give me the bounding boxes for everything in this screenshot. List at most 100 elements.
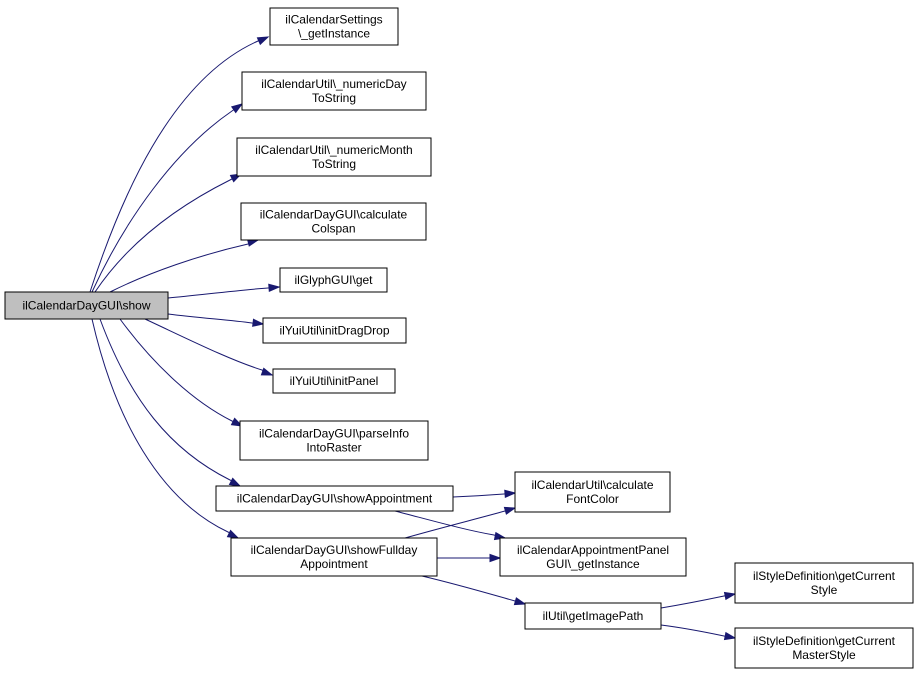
node-box: [269, 7, 399, 46]
node-box: [236, 137, 432, 177]
arrowhead-icon: [268, 283, 281, 292]
arrowhead-icon: [503, 506, 517, 515]
node-label-line: ilStyleDefinition\getCurrent: [753, 634, 896, 648]
edges-layer: [89, 36, 737, 641]
edge-line: [119, 318, 243, 427]
node-box: [499, 537, 687, 577]
node-dragdrop[interactable]: ilYuiUtil\initDragDrop: [262, 317, 407, 344]
edge-show-to-nummonth: [94, 173, 243, 293]
node-label-line: ilCalendarSettings: [285, 13, 382, 27]
node-panel[interactable]: ilYuiUtil\initPanel: [272, 368, 396, 394]
node-box: [734, 627, 914, 669]
edge-line: [167, 313, 264, 325]
node-label-line: ilStyleDefinition\getCurrent: [753, 569, 896, 583]
node-box: [215, 485, 454, 512]
edge-line: [89, 36, 269, 293]
edge-show-to-showfull: [91, 318, 240, 539]
node-box: [230, 537, 438, 577]
edge-line: [99, 318, 241, 487]
node-imagepath[interactable]: ilUtil\getImagePath: [524, 602, 662, 630]
edge-line: [91, 103, 243, 293]
node-label-line: ToString: [312, 157, 356, 171]
arrowhead-icon: [260, 367, 274, 376]
edge-line: [144, 318, 273, 376]
node-box: [279, 267, 388, 293]
node-label-line: ilCalendarDayGUI\showFullday: [251, 543, 418, 557]
arrowhead-icon: [256, 36, 270, 46]
arrowhead-icon: [230, 417, 244, 427]
node-box: [524, 602, 662, 630]
node-settings[interactable]: ilCalendarSettings\_getInstance: [269, 7, 399, 46]
node-label-line: ilGlyphGUI\get: [294, 273, 373, 287]
node-label-line: ilYuiUtil\initPanel: [290, 374, 379, 388]
node-label-line: ilCalendarDayGUI\show: [22, 299, 150, 313]
node-box: [272, 368, 396, 394]
node-label-line: Appointment: [300, 557, 368, 571]
node-label-line: FontColor: [566, 492, 619, 506]
edge-show-to-parseinfo: [119, 318, 244, 427]
node-glyph[interactable]: ilGlyphGUI\get: [279, 267, 388, 293]
node-label-line: ilCalendarAppointmentPanel: [517, 543, 669, 557]
node-label-line: ilYuiUtil\initDragDrop: [279, 324, 389, 338]
node-box: [4, 291, 169, 320]
edge-line: [167, 286, 280, 299]
node-label-line: GUI\_getInstance: [546, 557, 640, 571]
arrowhead-icon: [513, 597, 527, 606]
node-label-line: ilUtil\getImagePath: [543, 609, 644, 623]
node-showappt[interactable]: ilCalendarDayGUI\showAppointment: [215, 485, 454, 512]
node-box: [514, 471, 671, 513]
edge-line: [404, 507, 516, 539]
edge-line: [421, 575, 526, 605]
node-label-line: Colspan: [311, 222, 355, 236]
node-box: [239, 420, 429, 461]
edge-showfull-to-fontcolor: [404, 506, 517, 539]
nodes-layer: ilCalendarDayGUI\show ilCalendarSettings\…: [4, 7, 914, 669]
arrowhead-icon: [489, 553, 502, 563]
node-label-line: IntoRaster: [306, 441, 361, 455]
node-label-line: ilCalendarDayGUI\showAppointment: [237, 492, 433, 506]
node-box: [241, 71, 427, 111]
edge-show-to-panel: [144, 318, 274, 376]
edge-imagepath-to-curstyle: [660, 591, 737, 609]
node-apptpanel[interactable]: ilCalendarAppointmentPanelGUI\_getInstan…: [499, 537, 687, 577]
node-label-line: ilCalendarDayGUI\parseInfo: [259, 427, 409, 441]
edge-imagepath-to-curmaster: [660, 624, 737, 641]
edge-line: [452, 492, 516, 498]
edge-show-to-glyph: [167, 283, 281, 299]
node-label-line: ilCalendarUtil\_numericMonth: [255, 143, 412, 157]
node-show[interactable]: ilCalendarDayGUI\show: [4, 291, 169, 320]
edge-showfull-to-apptpanel: [437, 553, 502, 563]
edge-showappt-to-fontcolor: [452, 489, 517, 499]
edge-show-to-numday: [91, 103, 244, 293]
arrowhead-icon: [226, 529, 240, 539]
node-label-line: Style: [811, 583, 838, 597]
edge-line: [660, 624, 736, 639]
node-label-line: ToString: [312, 91, 356, 105]
arrowhead-icon: [723, 591, 737, 601]
edge-line: [94, 173, 242, 293]
edge-show-to-showappt: [99, 318, 242, 487]
node-label-line: ilCalendarDayGUI\calculate: [260, 208, 408, 222]
edge-line: [91, 318, 239, 539]
edge-line: [660, 593, 736, 609]
edge-line: [109, 239, 259, 293]
arrowhead-icon: [230, 103, 244, 114]
node-box: [240, 202, 427, 241]
node-box: [262, 317, 407, 344]
node-label-line: ilCalendarUtil\calculate: [531, 478, 653, 492]
arrowhead-icon: [252, 318, 265, 327]
arrowhead-icon: [228, 477, 242, 487]
edge-show-to-dragdrop: [167, 313, 265, 327]
arrowhead-icon: [723, 631, 737, 641]
node-label-line: \_getInstance: [298, 27, 370, 41]
node-label-line: ilCalendarUtil\_numericDay: [261, 77, 406, 91]
